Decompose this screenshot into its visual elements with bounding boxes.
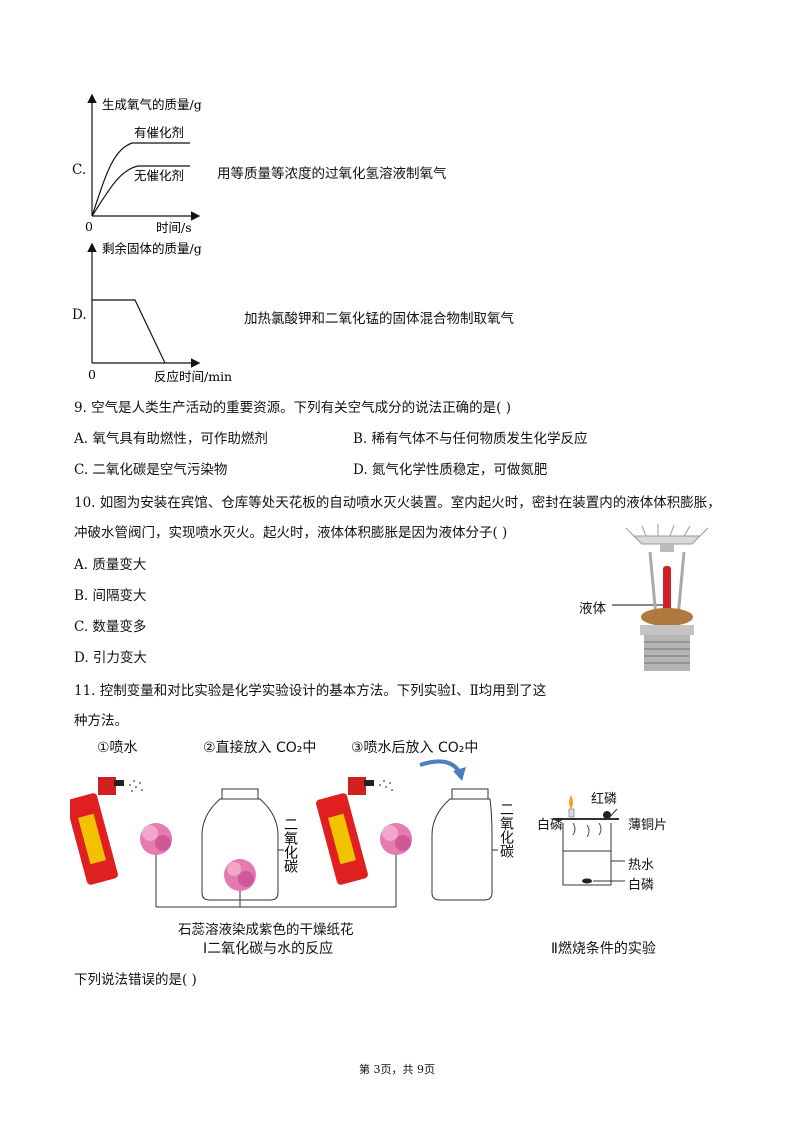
q10-option-a: A. 质量变大 — [74, 557, 147, 573]
c-catalyst-curve — [91, 142, 190, 217]
white-phosphorus-bottom-label: 白磷 — [628, 878, 655, 893]
option-c-desc: 用等质量等浓度的过氧化氢溶液制氧气 — [217, 166, 447, 182]
step3-label: ③喷水后放入 CO₂中 — [351, 740, 479, 756]
d-xlabel: 反应时间/min — [154, 369, 232, 384]
q9-option-d: D. 氮气化学性质稳定，可做氮肥 — [353, 462, 548, 478]
q10-line2: 冲破水管阀门，实现喷水灭火。起火时，液体体积膨胀是因为液体分子( ) — [74, 525, 508, 541]
jar-1 — [201, 788, 279, 901]
c-no-catalyst-curve — [91, 165, 190, 217]
q11-line1: 11. 控制变量和对比实验是化学实验设计的基本方法。下列实验Ⅰ、Ⅱ均用到了这 — [74, 683, 547, 699]
paper-flower-label: 石蕊溶液染成紫色的干燥纸花 — [178, 922, 354, 938]
jar1-co2-label: 二氧化碳 — [282, 817, 298, 873]
d-origin: 0 — [88, 367, 96, 382]
spray-bottle-2 — [316, 777, 374, 885]
flower-2 — [380, 823, 412, 855]
red-phosphorus-label: 红磷 — [591, 792, 618, 807]
q9-option-c: C. 二氧化碳是空气污染物 — [74, 462, 228, 478]
experiment-2-diagram — [553, 795, 625, 886]
exp1-caption: Ⅰ二氧化碳与水的反应 — [203, 941, 334, 957]
step2-label: ②直接放入 CO₂中 — [203, 740, 317, 756]
q11-question: 下列说法错误的是( ) — [74, 972, 197, 988]
q9-stem: 9. 空气是人类生产活动的重要资源。下列有关空气成分的说法正确的是( ) — [74, 400, 511, 416]
page-footer: 第 3页，共 9页 — [359, 1063, 435, 1076]
jar-2 — [431, 788, 493, 901]
c-curve1-label: 有催化剂 — [134, 125, 184, 140]
q9-option-b: B. 稀有气体不与任何物质发生化学反应 — [353, 431, 588, 447]
q9-option-a: A. 氧气具有助燃性，可作助燃剂 — [74, 431, 268, 447]
jar2-co2-label: 二氧化碳 — [498, 802, 514, 858]
option-c-graph: 生成氧气的质量/g 有催化剂 无催化剂 0 时间/s — [85, 93, 202, 235]
d-curve — [92, 299, 166, 364]
c-xlabel: 时间/s — [156, 220, 192, 235]
c-ylabel: 生成氧气的质量/g — [102, 97, 202, 112]
option-c-letter: C. — [72, 162, 87, 178]
option-d-desc: 加热氯酸钾和二氧化锰的固体混合物制取氧气 — [244, 311, 514, 327]
liquid-label: 液体 — [579, 601, 606, 617]
q10-line1: 10. 如图为安装在宾馆、仓库等处天花板的自动喷水灭火装置。室内起火时，密封在装… — [74, 495, 721, 511]
experiment-1-diagram: 二氧化碳 — [70, 759, 498, 908]
d-ylabel: 剩余固体的质量/g — [102, 241, 202, 256]
exp2-caption: Ⅱ燃烧条件的实验 — [551, 941, 656, 957]
spray-bottle-1 — [70, 777, 124, 885]
q10-option-b: B. 间隔变大 — [74, 588, 147, 604]
step1-label: ①喷水 — [97, 740, 138, 756]
option-d-graph: 剩余固体的质量/g 0 反应时间/min — [87, 241, 232, 384]
white-phosphorus-top-label: 白磷 — [537, 818, 564, 833]
hot-water-label: 热水 — [628, 858, 655, 873]
flower-1 — [140, 823, 172, 855]
red-bulb — [663, 566, 671, 612]
q10-option-d: D. 引力变大 — [74, 650, 147, 666]
c-origin: 0 — [85, 219, 93, 234]
sprinkler-image — [612, 524, 709, 671]
copper-sheet-label: 薄铜片 — [628, 818, 668, 833]
q10-option-c: C. 数量变多 — [74, 619, 147, 635]
q11-line2: 种方法。 — [74, 713, 128, 729]
option-d-letter: D. — [72, 307, 87, 323]
c-curve2-label: 无催化剂 — [134, 168, 184, 183]
